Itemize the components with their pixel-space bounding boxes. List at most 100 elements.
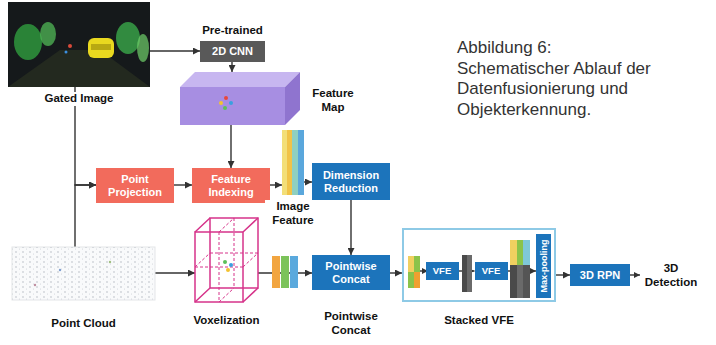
vfe-output-bars <box>510 240 530 298</box>
point-cloud-image <box>12 247 155 300</box>
gated-image-photo <box>88 38 114 58</box>
box-label: 3D RPN <box>577 269 623 282</box>
image-feature-bars <box>282 130 304 195</box>
node-caption: Pre-trained <box>200 24 265 38</box>
arrow-connector <box>174 184 192 185</box>
box-label: Pointwise Concat <box>312 260 390 285</box>
gated-image-photo <box>91 44 111 50</box>
gated-image-photo <box>116 22 140 54</box>
vfe-input-bars <box>414 272 420 288</box>
vfe-output-bars <box>510 265 517 298</box>
gated-image-photo <box>14 24 42 60</box>
feature-map-block <box>180 87 285 125</box>
vfe-box: VFE <box>426 262 459 280</box>
vfe-box: VFE <box>475 262 508 280</box>
process-box: Dimension Reduction <box>312 163 390 200</box>
voxel-cube <box>229 263 233 267</box>
voxel-feature-bars <box>272 256 298 288</box>
box-label: VFE <box>430 266 454 277</box>
voxel-cube <box>195 218 258 302</box>
voxel-feature-bars <box>290 256 298 288</box>
voxel-cube <box>195 218 258 302</box>
point-cloud-image <box>12 247 155 300</box>
gated-image-photo <box>68 44 72 48</box>
box-label: Point Projection <box>96 173 174 198</box>
process-box: Pointwise ConcatPointwise Concat <box>312 255 390 290</box>
box-label: Max-pooling <box>538 240 548 293</box>
arrow-connector <box>75 185 96 247</box>
image-feature-bars <box>287 130 292 195</box>
point-cloud-image <box>59 269 61 271</box>
voxel-grid: Voxelization <box>195 218 258 302</box>
gated-image-photo <box>8 2 150 87</box>
process-box: 3D RPN <box>570 264 630 286</box>
node-caption: Image Feature <box>265 200 321 228</box>
node-caption: Point Cloud <box>49 317 118 331</box>
vfe-output-bars <box>517 265 523 298</box>
node-caption: Pointwise Concat <box>318 310 384 338</box>
arrow-connector <box>304 181 312 182</box>
gated-image: Gated Image <box>8 2 150 87</box>
group-frame: VFEVFEMax-poolingStacked VFE <box>402 228 556 302</box>
vfe-output-bars <box>523 265 530 298</box>
output-label: 3D Detection <box>640 262 702 290</box>
gated-image-photo <box>65 51 68 54</box>
arrow-connector <box>556 274 570 275</box>
feature-map-block <box>180 72 300 87</box>
voxel-cube <box>223 260 227 264</box>
figure-caption: Abbildung 6: Schematischer Ablauf der Da… <box>457 38 667 121</box>
feature-map-block <box>180 72 300 125</box>
vfe-output-bars <box>517 240 523 265</box>
node-caption: Feature Map <box>306 87 360 115</box>
vfe-output-bars <box>510 240 517 265</box>
arrow-connector <box>231 62 232 72</box>
vfe-input-bars <box>414 256 420 272</box>
gated-image-photo <box>40 22 56 46</box>
arrow-connector <box>230 125 231 168</box>
feature-map-block <box>229 101 233 105</box>
feature-map-block <box>285 72 300 125</box>
gated-image-photo <box>8 2 150 87</box>
voxel-feature-bars <box>281 256 289 288</box>
image-feature-bars <box>292 130 298 195</box>
node-caption: Stacked VFE <box>442 314 516 328</box>
feature-map-block <box>224 96 228 100</box>
point-cloud: Point Cloud <box>12 247 155 300</box>
voxel-cube <box>226 268 230 272</box>
voxel-cube <box>195 218 258 302</box>
vfe-middle-bars <box>462 255 472 292</box>
node-caption: Gated Image <box>42 92 115 106</box>
feature-map-block <box>219 101 223 105</box>
vfe-middle-bars <box>462 255 467 292</box>
cnn-box: Pre-trained2D CNN <box>200 41 265 62</box>
point-cloud-image <box>34 284 36 286</box>
point-cloud-image <box>12 247 155 300</box>
image-feature-bars <box>282 130 287 195</box>
gated-image-photo <box>137 34 149 62</box>
box-label: Dimension Reduction <box>312 169 390 194</box>
small-arrow <box>630 274 640 275</box>
vfe-input-bars <box>408 256 414 272</box>
process-box: Point Projection <box>96 168 174 203</box>
node-caption: Voxelization <box>191 314 261 328</box>
feature-map-block <box>223 106 227 110</box>
image-feature: Image Feature <box>282 130 304 195</box>
arrow-connector <box>150 50 200 51</box>
process-box: Feature Indexing <box>192 168 270 203</box>
arrow-connector <box>270 184 282 185</box>
box-label: VFE <box>479 266 503 277</box>
arrow-connector <box>390 272 402 273</box>
pooling-box: Max-pooling <box>536 234 551 298</box>
vfe-input-bars <box>408 256 420 288</box>
arrow-connector <box>350 200 351 255</box>
arrow-connector <box>155 272 195 273</box>
box-label: Feature Indexing <box>192 173 270 198</box>
vfe-input-bars <box>408 272 414 288</box>
point-cloud-image <box>109 261 111 263</box>
feature-map: Feature Map <box>180 72 300 125</box>
voxel-feature-bars <box>272 256 280 288</box>
image-feature-bars <box>298 130 304 195</box>
box-label: 2D CNN <box>209 45 256 58</box>
vfe-middle-bars <box>467 255 472 292</box>
